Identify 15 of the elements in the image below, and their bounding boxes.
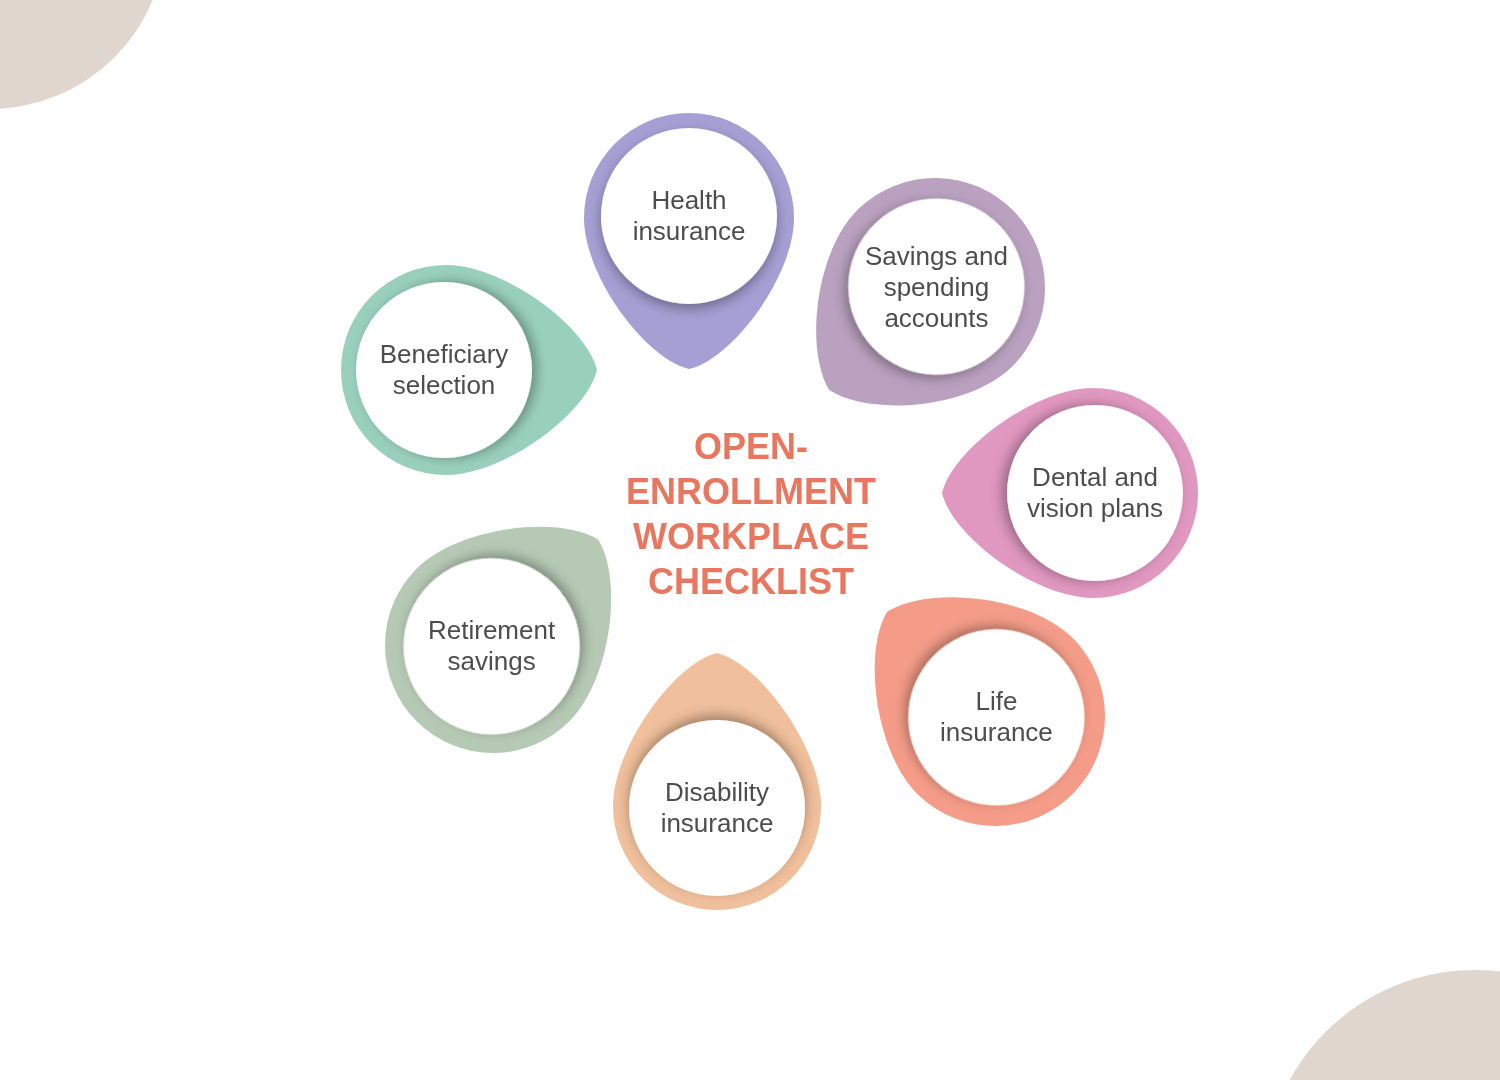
teardrop-shape <box>873 596 1107 828</box>
teardrop-shape <box>583 112 795 370</box>
teardrop-shape <box>815 176 1047 407</box>
node-label: Beneficiary selection <box>378 339 510 401</box>
node-label: Savings and spending accounts <box>863 240 1009 334</box>
teardrop-shape <box>340 264 598 476</box>
title: OPEN-ENROLLMENT WORKPLACE CHECKLIST <box>625 425 877 604</box>
node-label: Dental and vision plans <box>1026 462 1164 524</box>
node-label: Health insurance <box>631 185 747 247</box>
node-label: Life insurance <box>939 686 1054 749</box>
teardrop-shape <box>384 525 613 754</box>
teardrop-shape <box>612 652 822 911</box>
node-label: Disability insurance <box>659 777 775 839</box>
teardrop-shape <box>941 387 1199 599</box>
node-label: Retirement savings <box>427 615 557 678</box>
